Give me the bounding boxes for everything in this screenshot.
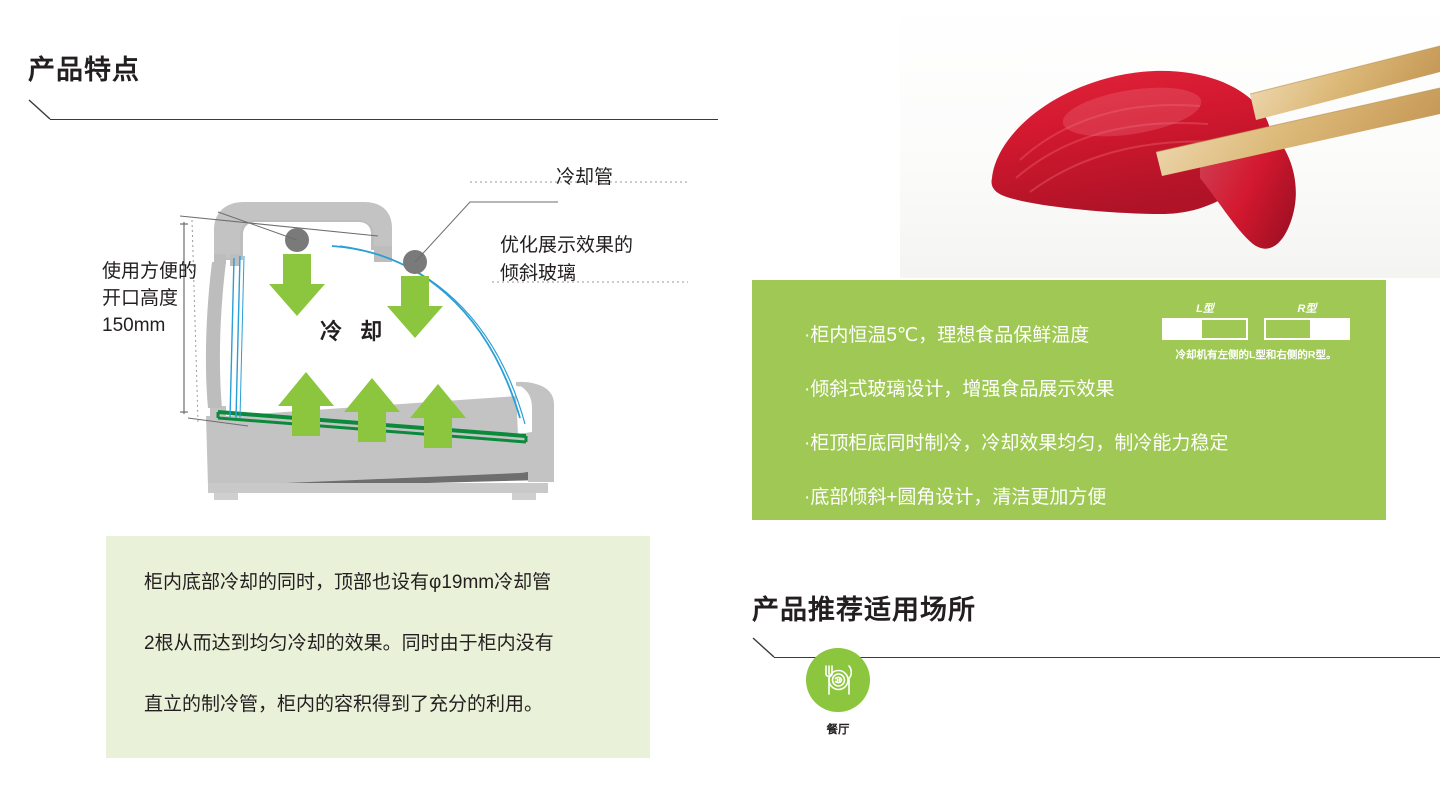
heading-rule-diagonal	[28, 99, 51, 120]
feature-bullet: ·底部倾斜+圆角设计，清洁更加方便	[804, 487, 1107, 508]
arrow-up-1	[278, 372, 334, 436]
tilt-glass-line-2: 倾斜玻璃	[500, 263, 577, 284]
chopsticks	[1155, 45, 1440, 176]
arrow-down-1	[269, 254, 325, 316]
lr-box-fill	[1310, 320, 1348, 338]
cold-air-up-arrows	[278, 372, 466, 448]
lr-type-box-l	[1162, 318, 1248, 340]
places-section-heading: 产品推荐适用场所	[752, 588, 1440, 659]
chopstick-upper	[1156, 88, 1440, 176]
restaurant-icon	[825, 665, 853, 695]
recommended-places-list: 餐厅	[790, 648, 886, 737]
heading-rule-horizontal	[50, 119, 718, 120]
lr-box-empty	[1266, 320, 1310, 338]
place-icon-circle	[806, 648, 870, 712]
tuna-highlight	[1062, 87, 1202, 137]
sushi-product-photo	[900, 0, 1440, 278]
lr-type-note: 冷却机有左侧的L型和右侧的R型。	[1175, 349, 1337, 361]
cabinet-right-notch	[516, 386, 532, 434]
places-title: 产品推荐适用场所	[752, 595, 976, 625]
heading-rule-horizontal	[774, 657, 1440, 658]
cooling-description-box: 柜内底部冷却的同时，顶部也设有φ19mm冷却管 2根从而达到均匀冷却的效果。同时…	[106, 536, 650, 758]
feature-bullet-list: ·柜内恒温5℃，理想食品保鲜温度 ·倾斜式玻璃设计，增强食品展示效果 ·柜顶柜底…	[804, 324, 1228, 510]
tilt-glass-curve	[331, 245, 526, 425]
cabinet-right-column	[516, 381, 554, 482]
opening-height-line-3: 150mm	[102, 315, 166, 336]
glass-edge-lines	[229, 255, 245, 419]
note-line: 柜内底部冷却的同时，顶部也设有φ19mm冷却管	[144, 572, 552, 593]
place-item-restaurant[interactable]: 餐厅	[790, 648, 886, 737]
cooling-center-label: 冷 却	[320, 319, 389, 344]
page-title: 产品特点	[28, 55, 140, 85]
lr-type-diagram: L型 R型 冷却机有左侧的L型和右侧的R型。	[1156, 300, 1356, 362]
heading-rule	[28, 99, 718, 121]
leader-line-cooling-pipe	[217, 181, 688, 283]
opening-height-line-2: 开口高度	[102, 288, 179, 309]
chopstick-lower	[1250, 46, 1440, 120]
arrow-up-3	[410, 384, 466, 448]
diagram-svg	[179, 181, 688, 500]
sushi-photo-svg	[900, 0, 1440, 278]
arrow-up-2	[344, 378, 400, 442]
note-line: 直立的制冷管，柜内的容积得到了充分的利用。	[144, 694, 544, 715]
features-section-heading: 产品特点	[28, 48, 718, 121]
opening-height-dimension	[179, 215, 379, 427]
cabinet-foot-left	[214, 493, 238, 500]
feature-bullets-panel: ·柜内恒温5℃，理想食品保鲜温度 ·倾斜式玻璃设计，增强食品展示效果 ·柜顶柜底…	[752, 280, 1386, 520]
lr-type-label: R型	[1297, 303, 1317, 315]
opening-height-line-1: 使用方便的	[102, 261, 198, 282]
arrow-down-2	[387, 276, 443, 338]
lr-type-box-r	[1264, 318, 1350, 340]
feature-bullet: ·倾斜式玻璃设计，增强食品展示效果	[804, 379, 1115, 400]
cold-air-down-arrows	[269, 254, 443, 338]
cabinet-foot-right	[512, 493, 536, 500]
tuna-fibers	[1015, 103, 1219, 193]
heading-rule	[752, 637, 1440, 659]
feature-bullet: ·柜内恒温5℃，理想食品保鲜温度	[804, 325, 1090, 346]
cooling-pipe-label: 冷却管	[556, 167, 614, 188]
place-label: 餐厅	[826, 724, 850, 736]
note-line: 2根从而达到均匀冷却的效果。同时由于柜内没有	[144, 633, 554, 654]
lr-box-empty	[1202, 320, 1246, 338]
opening-height-label: 使用方便的 开口高度 150mm	[102, 258, 197, 339]
tilt-glass-label: 优化展示效果的 倾斜玻璃	[500, 232, 633, 288]
left-door-panel	[205, 262, 226, 408]
heading-rule-diagonal	[752, 637, 775, 658]
product-cross-section-diagram: 使用方便的 开口高度 150mm 冷却管 优化展示效果的 倾斜玻璃 冷 却	[88, 150, 708, 520]
cabinet-plinth	[208, 483, 548, 493]
lr-box-fill	[1164, 320, 1202, 338]
tilt-glass-line-1: 优化展示效果的	[500, 235, 634, 256]
feature-bullet: ·柜顶柜底同时制冷，冷却效果均匀，制冷能力稳定	[804, 433, 1229, 454]
lr-type-item-r: R型	[1264, 300, 1350, 340]
lr-type-item-l: L型	[1162, 300, 1248, 340]
lr-type-label: L型	[1196, 303, 1214, 315]
